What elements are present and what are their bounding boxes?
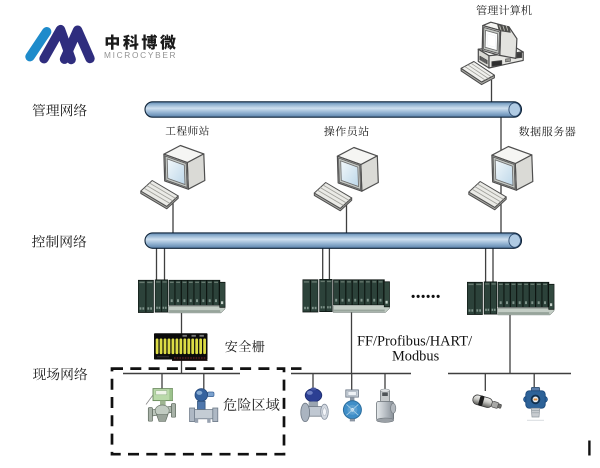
svg-text:Modbus: Modbus bbox=[392, 349, 440, 365]
svg-text:......: ...... bbox=[411, 281, 441, 303]
svg-text:FF/Profibus/HART/: FF/Profibus/HART/ bbox=[357, 334, 472, 350]
svg-text:MICROCYBER: MICROCYBER bbox=[104, 50, 177, 60]
